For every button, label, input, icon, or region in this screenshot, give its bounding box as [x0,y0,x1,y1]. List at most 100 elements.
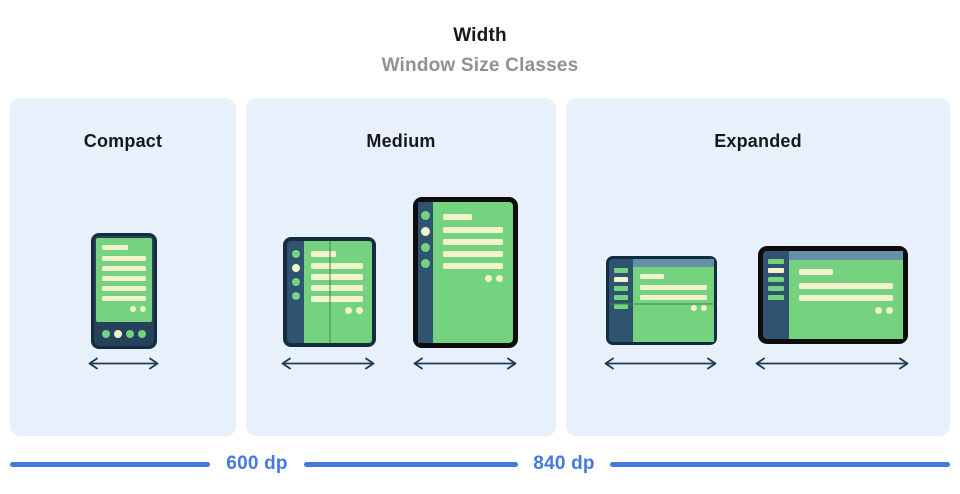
ruler-segment [10,462,210,467]
content-line [102,266,146,271]
sidebar-menu-bar [768,277,784,282]
content-line [443,263,503,269]
overflow-dot [345,307,352,314]
content-lines [799,283,893,301]
nav-dot [102,330,110,338]
content-line [102,256,146,261]
screen-content [443,214,503,282]
nav-dot [421,259,430,268]
breakpoint-600dp: 600 dp [226,453,288,474]
sidebar-menu [763,251,789,339]
sidebar-menu-bar [614,286,628,291]
nav-dot [421,243,430,252]
ruler-segment [304,462,518,467]
content-title-bar [311,251,336,257]
nav-rail [418,202,433,343]
width-arrow-tablet-landscape [755,357,909,370]
sidebar-menu [609,259,633,342]
overflow-dots [102,306,146,312]
content-line [311,274,363,280]
screen-content [789,260,903,314]
width-arrow-tablet [413,357,517,370]
sidebar-menu-bar [768,286,784,291]
nav-dot [114,330,122,338]
content-line [640,285,707,290]
content-lines [311,263,363,302]
sidebar-menu-bar [614,304,628,309]
nav-dot [421,227,430,236]
content-line [102,276,146,281]
app-bar [789,251,903,260]
content-lines [640,285,707,300]
nav-dot [291,264,300,272]
overflow-dot [485,275,492,282]
content-line [102,296,146,301]
overflow-dot [140,306,146,312]
rail-nav-dots [287,250,304,300]
page-title: Width [453,25,507,46]
content-line [799,283,893,289]
content-line [443,227,503,233]
overflow-dot [496,275,503,282]
phone-device [91,233,157,349]
overflow-dots [640,305,707,311]
content-lines [102,256,146,301]
tablet-landscape-device [758,246,908,344]
sidebar-menu-bar [614,295,628,300]
sidebar-menu-bar [768,268,784,273]
overflow-dot [701,305,707,311]
foldable-screen [304,241,372,343]
breakpoint-840dp: 840 dp [533,453,595,474]
panel-medium-label: Medium [366,131,436,151]
content-title-bar [640,274,664,279]
content-line [311,285,363,291]
rail-nav-dots [418,211,433,268]
overflow-dot [691,305,697,311]
content-line [640,295,707,300]
content-line [799,295,893,301]
content-line [443,251,503,257]
width-arrow-foldable [281,357,375,370]
overflow-dot [356,307,363,314]
foldable-portrait-device [283,237,376,347]
phone-screen [96,238,152,322]
nav-dot [126,330,134,338]
app-bar [633,259,714,267]
overflow-dots [443,275,503,282]
content-line [311,263,363,269]
screen-content [311,251,363,314]
fold-line [610,303,713,305]
sidebar-menu-bar [614,268,628,273]
nav-dot [291,250,300,258]
page-subtitle: Window Size Classes [381,55,579,76]
width-arrow-foldable-landscape [604,357,717,370]
screen-content [633,267,714,311]
overflow-dots [799,307,893,314]
fold-line [329,241,331,343]
panel-compact-label: Compact [83,131,163,151]
ruler-segment [610,462,950,467]
overflow-dot [875,307,882,314]
sidebar-menu-bar [614,277,628,282]
nav-dot [291,292,300,300]
sidebar-menu-bar [768,295,784,300]
content-line [311,296,363,302]
panel-compact: Compact [10,98,236,436]
overflow-dot [886,307,893,314]
tablet-portrait-device [413,197,518,348]
overflow-dots [311,307,363,314]
content-title-bar [102,245,128,250]
sidebar-menu-bar [768,259,784,264]
main-pane [633,259,714,342]
panel-expanded-label: Expanded [714,131,802,151]
diagram-header: Width Window Size Classes [0,25,960,77]
foldable-landscape-device [606,256,717,345]
overflow-dot [130,306,136,312]
content-title-bar [799,269,833,275]
panel-expanded: Expanded [566,98,950,436]
panel-medium: Medium [246,98,556,436]
width-arrow-compact [88,357,159,370]
main-pane [789,251,903,339]
nav-dot [138,330,146,338]
